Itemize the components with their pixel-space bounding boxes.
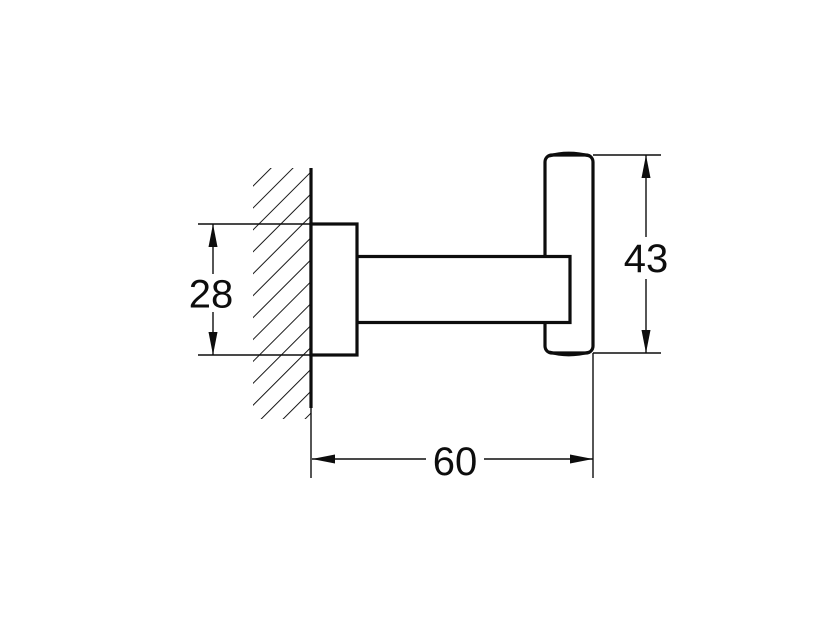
end-cap-bottom-curve [548, 350, 591, 357]
dimension-projection: 60 [310, 353, 594, 484]
wall-section [253, 168, 313, 419]
arrowhead-down-icon [208, 332, 218, 355]
arrowhead-up-icon [641, 155, 651, 178]
mount-plate-body [309, 222, 359, 357]
dimension-mount-plate-height: 28 [189, 223, 311, 356]
hook-arm [355, 254, 572, 325]
dimension-overall-height: 43 [593, 154, 669, 354]
arrowhead-right-icon [570, 454, 593, 464]
dimension-label-28: 28 [189, 273, 234, 317]
dimension-label-60: 60 [433, 440, 478, 484]
arrowhead-left-icon [312, 454, 335, 464]
hook-arm-body [355, 254, 572, 325]
mount-plate [309, 222, 359, 357]
arrowhead-down-icon [641, 330, 651, 353]
wall-hatch [253, 168, 311, 419]
arrowhead-up-icon [208, 224, 218, 247]
hook-end-cap [543, 151, 595, 357]
end-cap-top-curve [548, 151, 591, 158]
dimension-label-43: 43 [624, 237, 669, 281]
